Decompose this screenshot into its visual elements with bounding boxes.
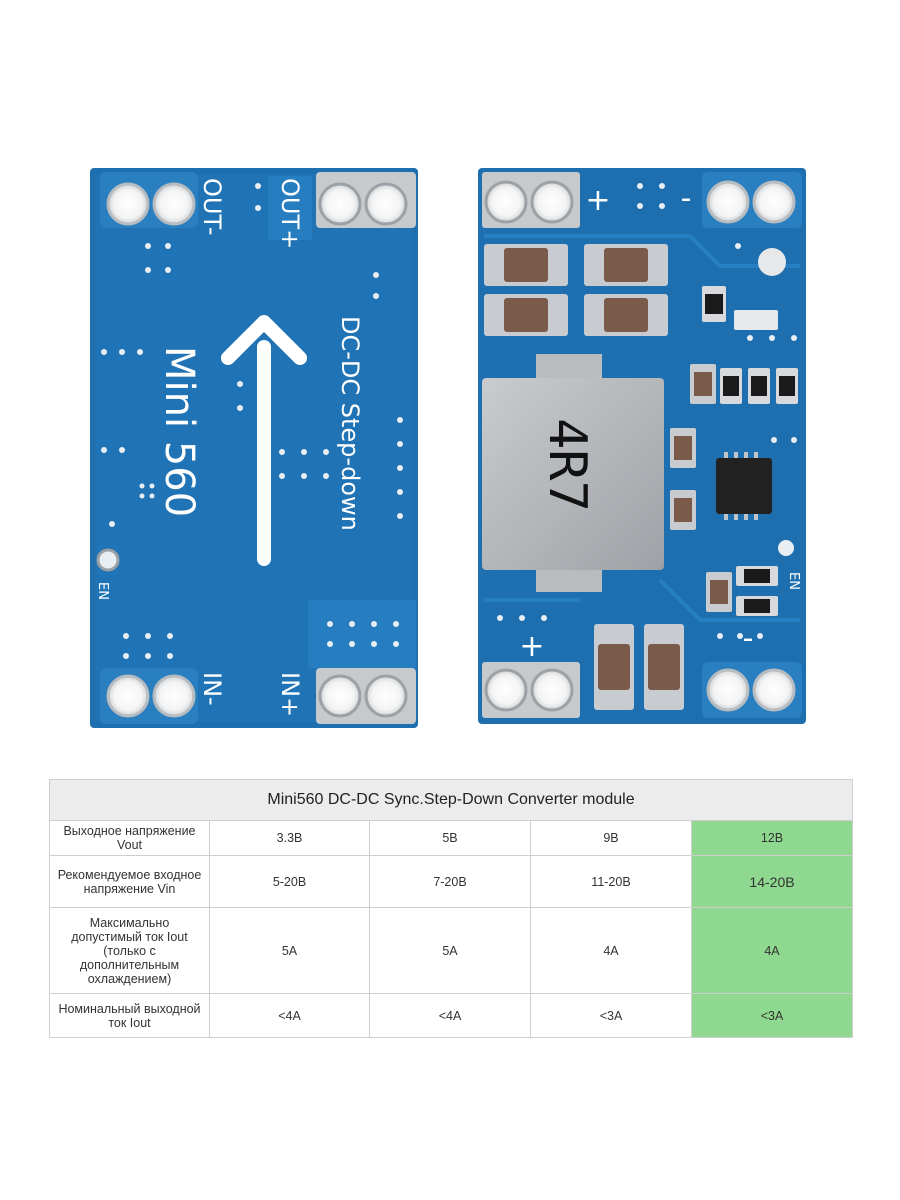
pad-out-minus [100,172,198,228]
pad-back-plus-bottom [482,662,580,718]
vias-back [497,183,797,639]
inductor-4r7: 4R7 [482,354,664,592]
table-row: Рекомендуемое входное напряжение Vin 5-2… [49,855,853,908]
table-cell-highlight: 14-20В [691,855,853,908]
arrow-up-icon [221,315,307,566]
label-en-back: EN [786,572,801,590]
pad-in-minus [100,668,198,724]
ic-chip [716,452,772,520]
label-back-minus-top: - [681,181,692,216]
label-back-plus-bottom: + [519,629,544,664]
capacitors-top [484,244,668,336]
table-cell-highlight: 12В [691,820,853,856]
row-label: Выходное напряжение Vout [49,820,210,856]
table-cell-highlight: 4A [691,907,853,994]
resistors [702,286,798,616]
label-out-minus: OUT- [198,178,226,236]
table-cell: 5A [209,907,370,994]
table-cell: 5В [369,820,531,856]
pad-out-plus [316,172,416,228]
spec-table: Mini560 DC-DC Sync.Step-Down Converter m… [49,779,853,1038]
pad-back-minus-top [702,172,802,228]
table-cell: <4A [209,993,370,1038]
table-cell: 5A [369,907,531,994]
product-photo: OUT- OUT+ IN- IN+ Mini 560 DC-DC Step-do… [90,168,806,728]
board-front: OUT- OUT+ IN- IN+ Mini 560 DC-DC Step-do… [90,168,418,728]
label-desc: DC-DC Step-down [336,316,364,531]
table-cell: <3A [530,993,692,1038]
table-row: Максимально допустимый ток Iout (только … [49,907,853,994]
label-in-plus: IN+ [276,672,304,717]
table-row: Номинальный выходной ток Iout <4A <4A <3… [49,993,853,1038]
row-label: Рекомендуемое входное напряжение Vin [49,855,210,908]
test-pad [758,248,786,276]
table-cell: 9В [530,820,692,856]
table-cell: 3.3В [209,820,370,856]
small-caps [670,364,732,612]
en-pad [96,548,120,572]
pad-back-plus-top [482,172,580,228]
label-en-front: EN [95,582,110,600]
row-label: Номинальный выходной ток Iout [49,993,210,1038]
table-cell: 4A [530,907,692,994]
inductor-label: 4R7 [537,418,597,512]
pad-back-minus-bottom [702,662,802,718]
label-in-minus: IN- [198,672,226,706]
table-title: Mini560 DC-DC Sync.Step-Down Converter m… [49,779,853,821]
table-cell: 5-20В [209,855,370,908]
table-cell: 7-20В [369,855,531,908]
label-out-plus: OUT+ [276,178,304,249]
table-cell: 11-20В [530,855,692,908]
table-row: Выходное напряжение Vout 3.3В 5В 9В 12В [49,820,853,856]
table-cell: <4A [369,993,531,1038]
vias-front [101,183,403,659]
label-back-minus-bottom: - [743,621,754,656]
table-cell-highlight: <3A [691,993,853,1038]
row-label: Максимально допустимый ток Iout (только … [49,907,210,994]
diode [734,310,778,330]
table-title-row: Mini560 DC-DC Sync.Step-Down Converter m… [49,779,853,821]
label-model: Mini 560 [156,346,202,517]
board-back: 4R7 [478,168,806,724]
capacitors-bottom [594,624,684,710]
label-back-plus-top: + [585,183,610,218]
pad-in-plus [316,668,416,724]
